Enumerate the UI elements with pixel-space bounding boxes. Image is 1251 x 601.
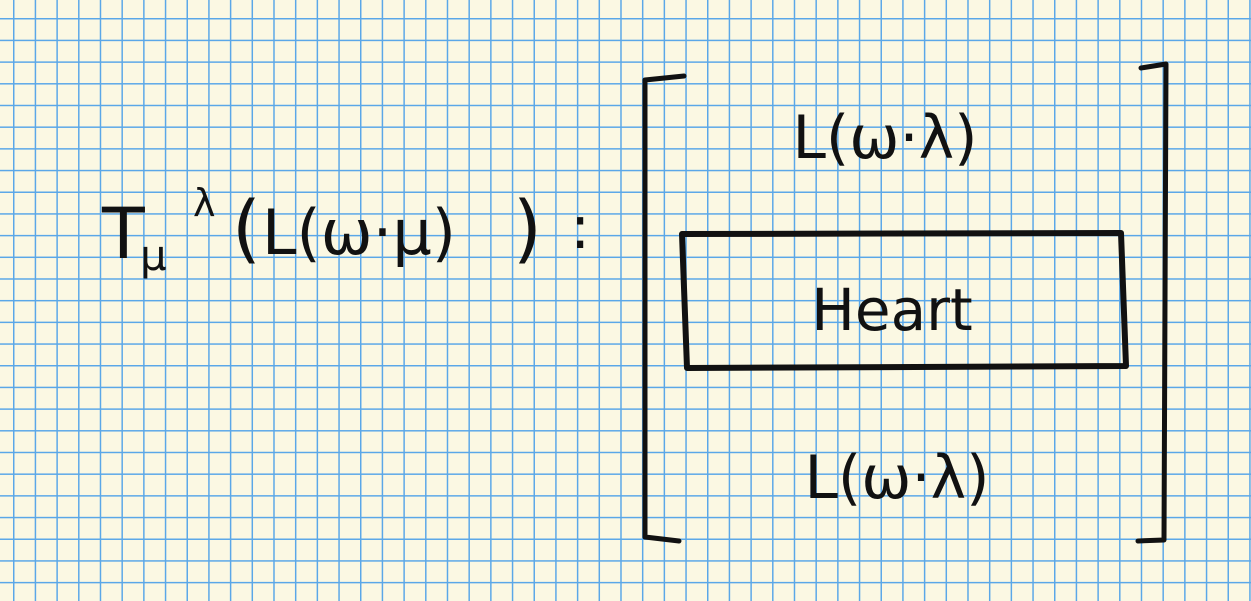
- operator-superscript: λ: [193, 181, 216, 225]
- bottom-layer-label: L(ω·λ): [804, 443, 989, 513]
- right-square-bracket: [1135, 61, 1169, 544]
- functor-argument: L(ω·μ): [262, 196, 456, 269]
- left-square-bracket: [642, 73, 687, 544]
- top-layer-label: L(ω·λ): [792, 103, 977, 173]
- colon: :: [570, 193, 590, 263]
- translation-functor-expression: T μ λ ( L(ω·μ) ) :: [101, 181, 590, 280]
- heart-box-border: [679, 230, 1129, 371]
- outer-close-paren: ): [513, 186, 542, 272]
- heart-box: Heart: [679, 230, 1129, 371]
- operator-symbol: T: [101, 193, 145, 275]
- heart-label: Heart: [811, 276, 972, 344]
- outer-open-paren: (: [232, 186, 261, 272]
- operator-subscript: μ: [140, 231, 167, 280]
